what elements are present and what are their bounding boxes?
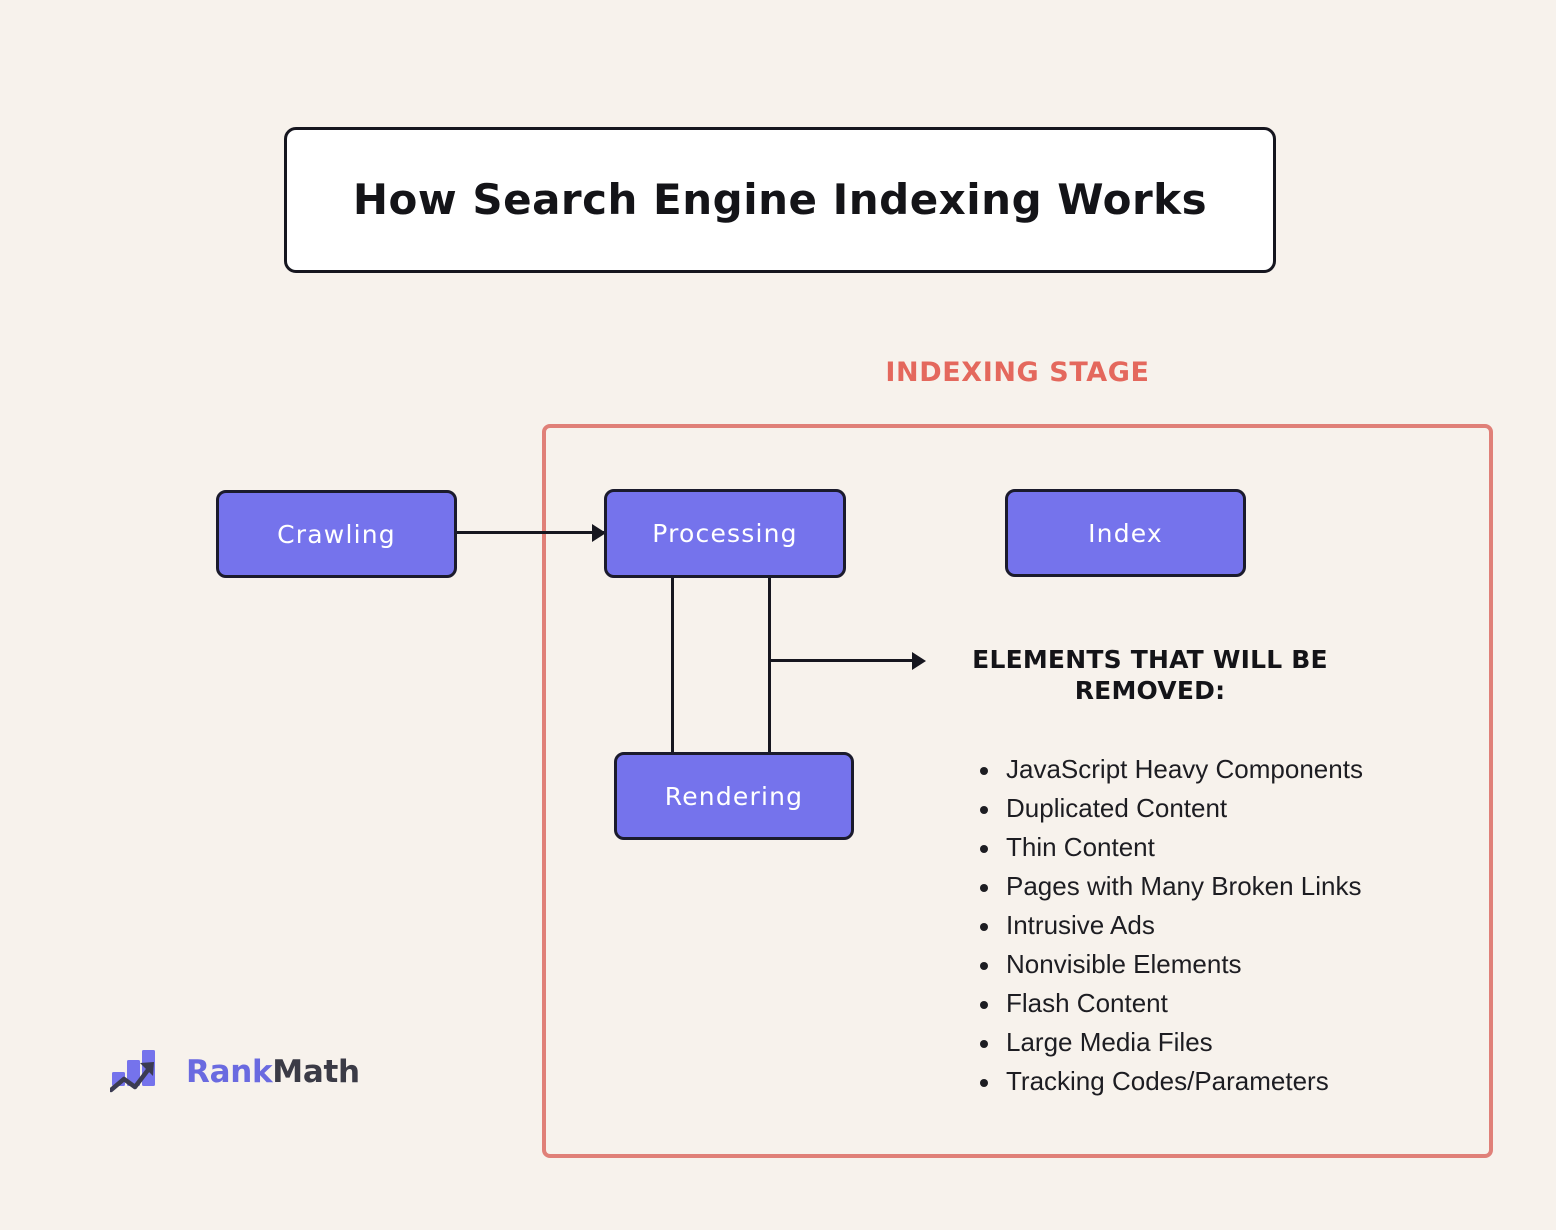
- connector-processing-rendering-right: [768, 576, 771, 754]
- connector-branch-to-removed-list: [768, 659, 923, 662]
- list-item: Intrusive Ads: [980, 906, 1363, 945]
- node-crawling-label: Crawling: [277, 519, 396, 549]
- list-item: Pages with Many Broken Links: [980, 867, 1363, 906]
- list-item: Tracking Codes/Parameters: [980, 1062, 1363, 1101]
- list-item: JavaScript Heavy Components: [980, 750, 1363, 789]
- arrowhead-to-processing-icon: [592, 524, 606, 542]
- connector-crawling-to-processing: [456, 531, 604, 534]
- title-card: How Search Engine Indexing Works: [284, 127, 1276, 273]
- brand-logo: RankMath: [110, 1046, 360, 1098]
- list-item: Large Media Files: [980, 1023, 1363, 1062]
- removed-elements-list: JavaScript Heavy Components Duplicated C…: [962, 750, 1363, 1101]
- list-item: Duplicated Content: [980, 789, 1363, 828]
- arrowhead-to-removed-list-icon: [912, 652, 926, 670]
- node-processing[interactable]: Processing: [604, 489, 846, 578]
- node-crawling[interactable]: Crawling: [216, 490, 457, 578]
- indexing-stage-label: INDEXING STAGE: [885, 357, 1150, 388]
- brand-name-math: Math: [272, 1054, 360, 1090]
- list-item: Flash Content: [980, 984, 1363, 1023]
- list-item: Thin Content: [980, 828, 1363, 867]
- node-processing-label: Processing: [652, 519, 798, 548]
- node-index[interactable]: Index: [1005, 489, 1246, 577]
- connector-processing-rendering-left: [671, 576, 674, 754]
- rankmath-bars-arrow-icon: [110, 1050, 155, 1093]
- node-rendering-label: Rendering: [664, 781, 804, 811]
- node-rendering[interactable]: Rendering: [614, 752, 854, 840]
- brand-name-rank: Rank: [186, 1054, 273, 1090]
- brand-wordmark: RankMath: [186, 1054, 360, 1090]
- node-index-label: Index: [1088, 518, 1163, 548]
- list-item: Nonvisible Elements: [980, 945, 1363, 984]
- indexing-stage-frame: [542, 424, 1493, 1158]
- removed-elements-heading: ELEMENTS THAT WILL BE REMOVED:: [972, 645, 1328, 705]
- page-title: How Search Engine Indexing Works: [352, 174, 1208, 224]
